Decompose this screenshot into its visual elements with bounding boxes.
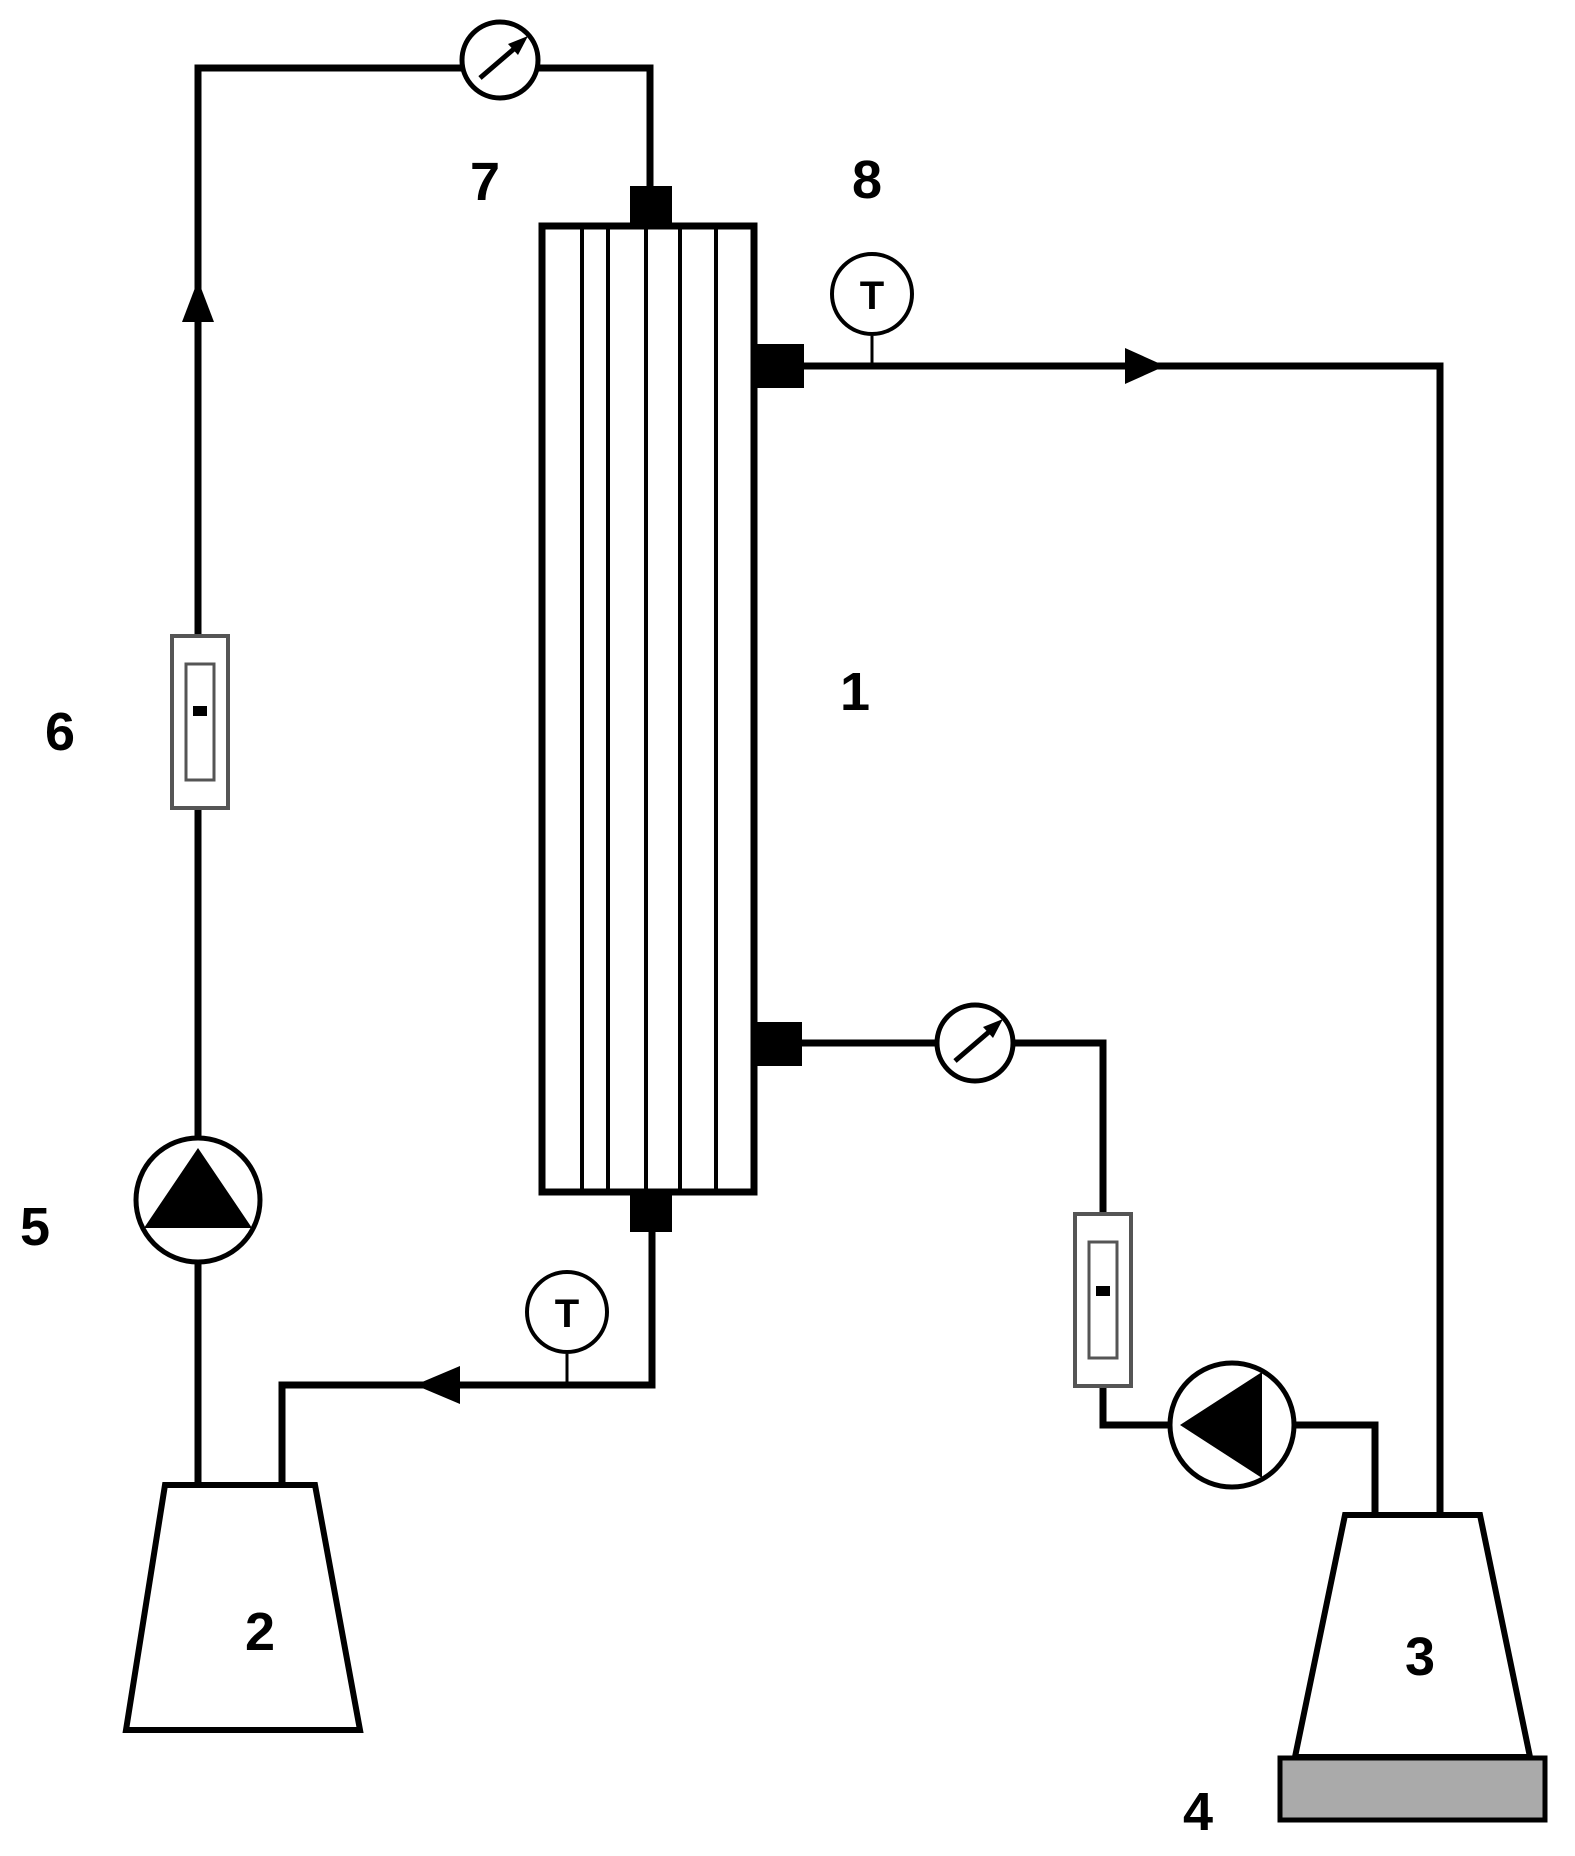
label-3: 3	[1405, 1627, 1435, 1687]
module-upper-side-port	[754, 344, 804, 388]
label-8: 8	[852, 150, 882, 210]
module-top-port	[630, 186, 672, 226]
feed-tank	[122, 1482, 364, 1733]
feed-return-pipe	[278, 1218, 656, 1545]
label-4: 4	[1183, 1782, 1213, 1842]
arrow-up-icon	[182, 280, 214, 322]
flowmeter-icon	[170, 634, 230, 810]
label-7: 7	[470, 152, 500, 212]
balance	[1277, 1755, 1548, 1823]
label-2: 2	[245, 1602, 275, 1662]
pump-icon	[133, 1135, 263, 1265]
label-1: 1	[840, 662, 870, 722]
arrow-right-icon	[1125, 348, 1165, 384]
arrow-left-icon	[415, 1366, 460, 1404]
thermometer-icon: T	[830, 252, 914, 366]
pump-icon	[1167, 1360, 1297, 1490]
thermometer-icon: T	[525, 1270, 609, 1385]
module-bottom-port	[630, 1192, 672, 1232]
flowmeter-icon	[1073, 1212, 1133, 1388]
pressure-gauge-icon	[459, 19, 541, 101]
membrane-module	[538, 186, 804, 1232]
label-5: 5	[20, 1197, 50, 1257]
thermometer-label: T	[555, 1292, 579, 1336]
permeate-pump-to-tank-pipe	[1285, 1421, 1379, 1545]
module-lower-side-port	[754, 1022, 802, 1066]
pressure-gauge-icon	[934, 1002, 1016, 1084]
thermometer-label: T	[860, 274, 884, 318]
permeate-out-pipe	[760, 362, 1444, 1545]
label-6: 6	[45, 702, 75, 762]
